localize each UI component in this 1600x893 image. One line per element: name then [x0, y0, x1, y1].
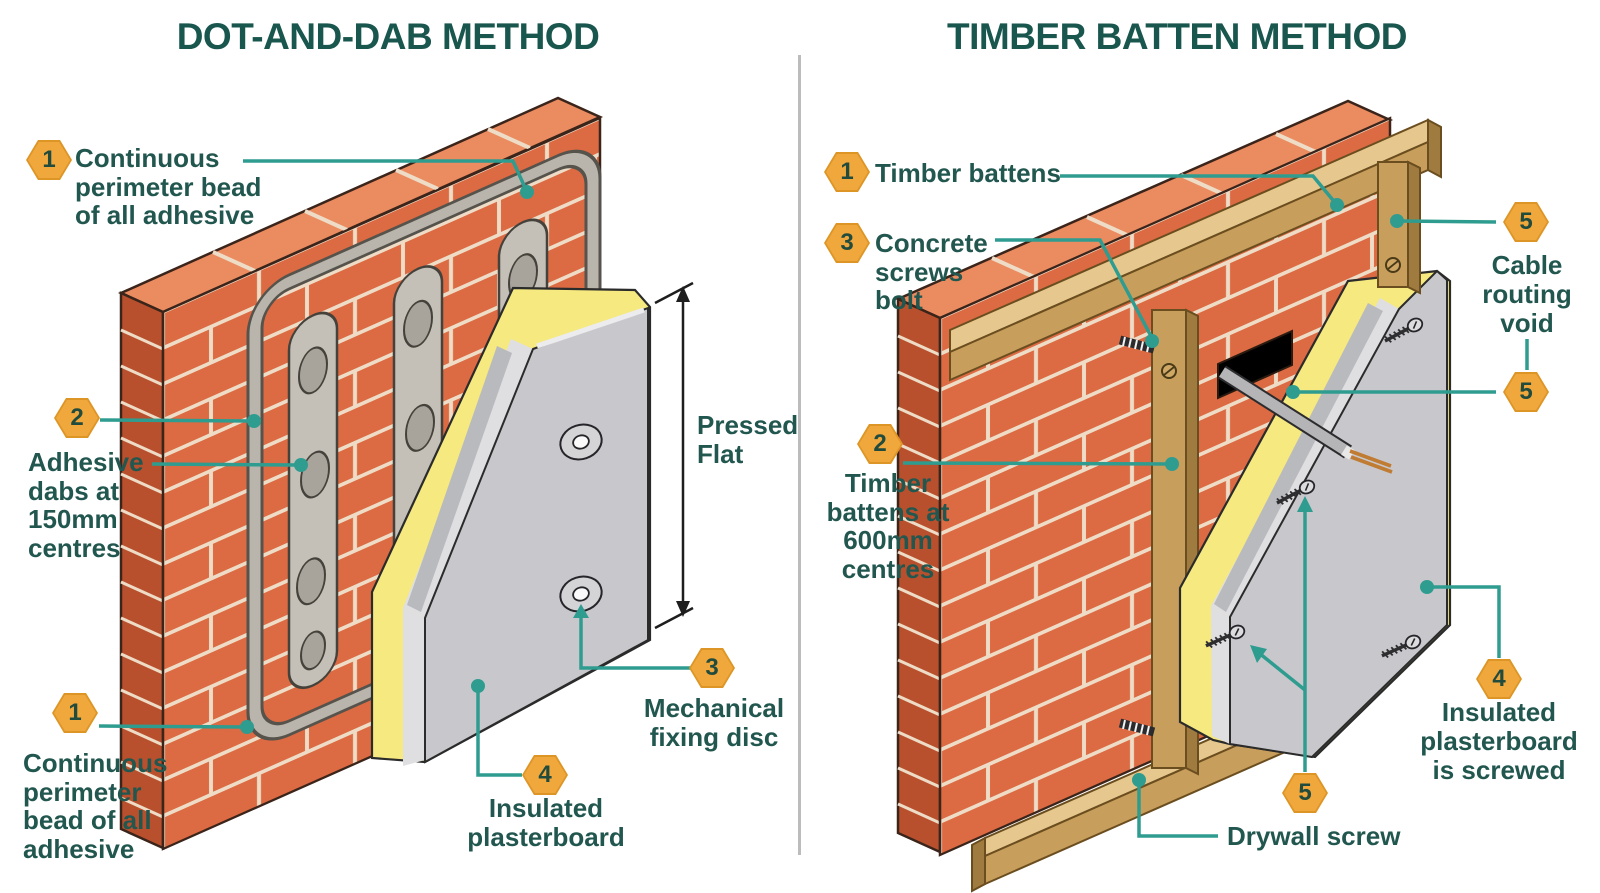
- badge-number: 4: [1492, 665, 1506, 692]
- right-leaders: [902, 174, 1529, 838]
- label-timber-battens: Timber battens: [875, 159, 1061, 188]
- badge-number: 1: [42, 146, 56, 173]
- badge-number: 1: [68, 699, 82, 726]
- label-line: Adhesive: [28, 447, 144, 477]
- label-line: routing: [1482, 279, 1572, 309]
- label-concrete-screws: Concrete screws bolt: [875, 229, 988, 315]
- label-line: of all adhesive: [75, 200, 255, 230]
- label-line: plasterboard: [1420, 726, 1578, 756]
- label-mechanical-fixing-disc: Mechanical fixing disc: [644, 694, 784, 751]
- badge-number: 5: [1519, 378, 1533, 405]
- label-line: 150mm: [28, 504, 118, 534]
- badge-number: 5: [1298, 779, 1312, 806]
- concrete-screw-bottom: [1118, 718, 1156, 737]
- label-line: Continuous: [75, 143, 220, 173]
- label-line: Insulated: [1441, 697, 1557, 727]
- label-line: void: [1500, 308, 1554, 338]
- label-line: perimeter bead: [75, 171, 262, 202]
- badge-number: 3: [705, 654, 719, 681]
- timber-batten-top: [949, 118, 1442, 382]
- badge-number: 1: [840, 158, 854, 185]
- label-line: bolt: [875, 285, 923, 315]
- board-edge-silver-lower: [403, 608, 425, 766]
- label-pressed-flat: Pressed Flat: [697, 411, 798, 468]
- left-leader-dots: [240, 185, 589, 734]
- label-line: Concrete: [875, 228, 988, 258]
- label-perimeter-bead-top: Continuous perimeter bead of all adhesiv…: [75, 144, 261, 230]
- mechanical-fixing-discs: [559, 423, 603, 613]
- left-scene: [98, 96, 694, 851]
- label-line: centres: [28, 532, 121, 563]
- right-leader-dots: [1132, 198, 1434, 787]
- label-line: Timber battens: [875, 158, 1061, 188]
- label-line: 600mm: [843, 525, 933, 555]
- label-line: Continuous: [23, 748, 168, 778]
- board-edge-silver-lower: [1211, 606, 1230, 744]
- badge-number: 2: [70, 404, 84, 431]
- center-divider: [798, 55, 801, 855]
- label-line: battens at: [826, 496, 950, 527]
- label-line: dabs at: [28, 475, 120, 506]
- label-line: bead of all: [23, 805, 152, 835]
- concrete-screw-top: [1118, 335, 1156, 354]
- label-line: is screwed: [1432, 755, 1566, 785]
- label-adhesive-dabs: Adhesive dabs at 150mm centres: [28, 448, 144, 562]
- label-drywall-screw: Drywall screw: [1227, 822, 1400, 851]
- label-perimeter-bead-bottom: Continuous perimeter bead of all adhesiv…: [23, 749, 167, 863]
- label-insulated-plasterboard: Insulated plasterboard: [467, 794, 625, 851]
- badge-number: 2: [873, 430, 887, 457]
- right-scene: [894, 99, 1529, 893]
- pressed-flat-dimension: [654, 281, 694, 630]
- label-line: Insulated: [488, 793, 604, 823]
- left-leaders: [98, 159, 690, 777]
- label-cable-routing-void: Cable routing void: [1482, 251, 1572, 338]
- label-line: fixing disc: [649, 721, 779, 752]
- label-plasterboard-screwed: Insulated plasterboard is screwed: [1420, 698, 1578, 785]
- badge-number: 5: [1519, 208, 1533, 235]
- timber-batten-vertical-top-right: [1377, 160, 1421, 295]
- left-title: DOT-AND-DAB METHOD: [176, 16, 600, 57]
- electrical-cable: [1217, 365, 1393, 474]
- right-title: TIMBER BATTEN METHOD: [947, 16, 1408, 57]
- label-line: adhesive: [23, 833, 135, 864]
- label-line: screws: [875, 256, 964, 287]
- label-line: perimeter: [23, 776, 142, 807]
- badge-number: 3: [840, 229, 854, 256]
- label-line: Pressed: [697, 410, 799, 440]
- label-line: Mechanical: [643, 693, 785, 723]
- label-line: Drywall screw: [1227, 821, 1401, 851]
- label-line: plasterboard: [467, 821, 625, 852]
- label-battens-600: Timber battens at 600mm centres: [827, 469, 950, 583]
- label-line: Cable: [1491, 250, 1563, 280]
- label-line: Flat: [697, 438, 744, 469]
- badge-number: 4: [538, 761, 552, 788]
- label-line: Timber: [844, 468, 932, 498]
- label-line: centres: [841, 553, 935, 584]
